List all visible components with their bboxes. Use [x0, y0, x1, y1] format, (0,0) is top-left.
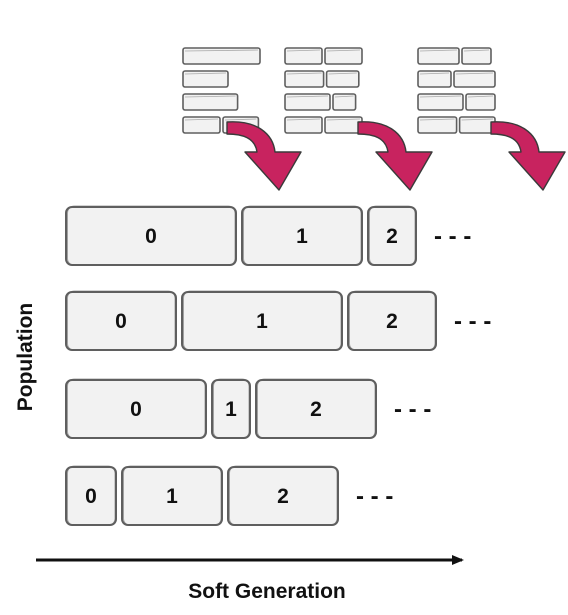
- brick-sketch-line: [419, 95, 462, 98]
- segment-label: 1: [256, 310, 268, 333]
- brick-sketch-line: [184, 95, 236, 98]
- segment-label: 2: [386, 225, 398, 248]
- brick: [324, 47, 363, 65]
- segment-label: 0: [85, 485, 97, 508]
- brick-stacks: [182, 47, 496, 134]
- brick-stack-icon: [182, 47, 261, 134]
- segment-box-sketch: [67, 378, 206, 439]
- brick-sketch-line: [286, 118, 321, 121]
- brick: [284, 93, 331, 111]
- ellipsis-icon: - - -: [356, 483, 393, 510]
- segment-box-sketch: [67, 205, 236, 266]
- brick-sketch-line: [286, 95, 329, 98]
- brick-sketch-line: [286, 72, 322, 75]
- brick-sketch-line: [224, 118, 257, 121]
- brick-stack-icon: [417, 47, 496, 134]
- brick: [465, 93, 496, 111]
- brick: [182, 93, 239, 111]
- y-axis-label: Population: [14, 303, 37, 412]
- brick: [417, 93, 464, 111]
- population-row: 0 1 2 - - -: [65, 378, 431, 439]
- brick: [284, 47, 323, 65]
- curved-arrows: [226, 121, 566, 191]
- x-axis-label: Soft Generation: [188, 580, 346, 603]
- brick-sketch-line: [184, 72, 227, 75]
- curved-arrow-icon: [490, 121, 566, 191]
- brick-sketch-line: [184, 118, 219, 121]
- segment-label: 0: [145, 225, 157, 248]
- segment-label: 1: [225, 398, 237, 421]
- segment-box-sketch: [183, 290, 342, 351]
- brick-sketch-line: [467, 95, 494, 98]
- brick: [284, 116, 323, 134]
- segment-label: 0: [115, 310, 127, 333]
- segment-label: 1: [166, 485, 178, 508]
- segment-box-sketch: [123, 465, 222, 526]
- brick-sketch-line: [326, 118, 361, 121]
- curved-arrow-icon: [357, 121, 433, 191]
- segment-box-sketch: [243, 205, 362, 266]
- segment-box-sketch: [213, 378, 250, 439]
- segment-box-sketch: [229, 465, 338, 526]
- segment-label: 1: [296, 225, 308, 248]
- brick-sketch-line: [184, 49, 259, 52]
- arrow-shape: [357, 121, 433, 191]
- segment-label: 2: [277, 485, 289, 508]
- brick-sketch-line: [461, 118, 494, 121]
- segment-box-sketch: [67, 290, 176, 351]
- population-rows: 0 1 2 - - - 0 1 2 - - - 0 1 2 - - - 0 1 2 - - -: [65, 205, 491, 526]
- segment-label: 2: [386, 310, 398, 333]
- population-row: 0 1 2 - - -: [65, 205, 471, 266]
- brick-sketch-line: [455, 72, 494, 75]
- y-axis: Population: [14, 303, 37, 412]
- brick: [182, 70, 229, 88]
- x-axis: Soft Generation: [36, 555, 464, 603]
- brick-sketch-line: [463, 49, 490, 52]
- brick-sketch-line: [328, 72, 357, 75]
- brick-sketch-line: [326, 49, 361, 52]
- brick: [461, 47, 492, 65]
- segment-label: 2: [310, 398, 322, 421]
- segment-box-sketch: [369, 205, 416, 266]
- brick: [417, 116, 458, 134]
- arrow-shape: [490, 121, 566, 191]
- ellipsis-icon: - - -: [434, 223, 471, 250]
- population-row: 0 1 2 - - -: [65, 465, 393, 526]
- brick-stack-icon: [284, 47, 363, 134]
- segment-box-sketch: [349, 290, 436, 351]
- segment-label: 0: [130, 398, 142, 421]
- brick-sketch-line: [419, 72, 450, 75]
- brick: [182, 116, 221, 134]
- ellipsis-icon: - - -: [454, 308, 491, 335]
- brick: [453, 70, 496, 88]
- curved-arrow-icon: [226, 121, 302, 191]
- brick: [325, 70, 360, 88]
- brick: [417, 70, 452, 88]
- brick-sketch-line: [419, 49, 458, 52]
- brick: [332, 93, 357, 111]
- brick: [182, 47, 261, 65]
- ellipsis-icon: - - -: [394, 396, 431, 423]
- segment-box-sketch: [257, 378, 376, 439]
- brick-sketch-line: [334, 95, 354, 98]
- brick-sketch-line: [286, 49, 321, 52]
- arrow-shape: [226, 121, 302, 191]
- brick: [417, 47, 460, 65]
- population-row: 0 1 2 - - -: [65, 290, 491, 351]
- brick: [284, 70, 325, 88]
- brick-sketch-line: [419, 118, 455, 121]
- segment-box-sketch: [67, 465, 116, 526]
